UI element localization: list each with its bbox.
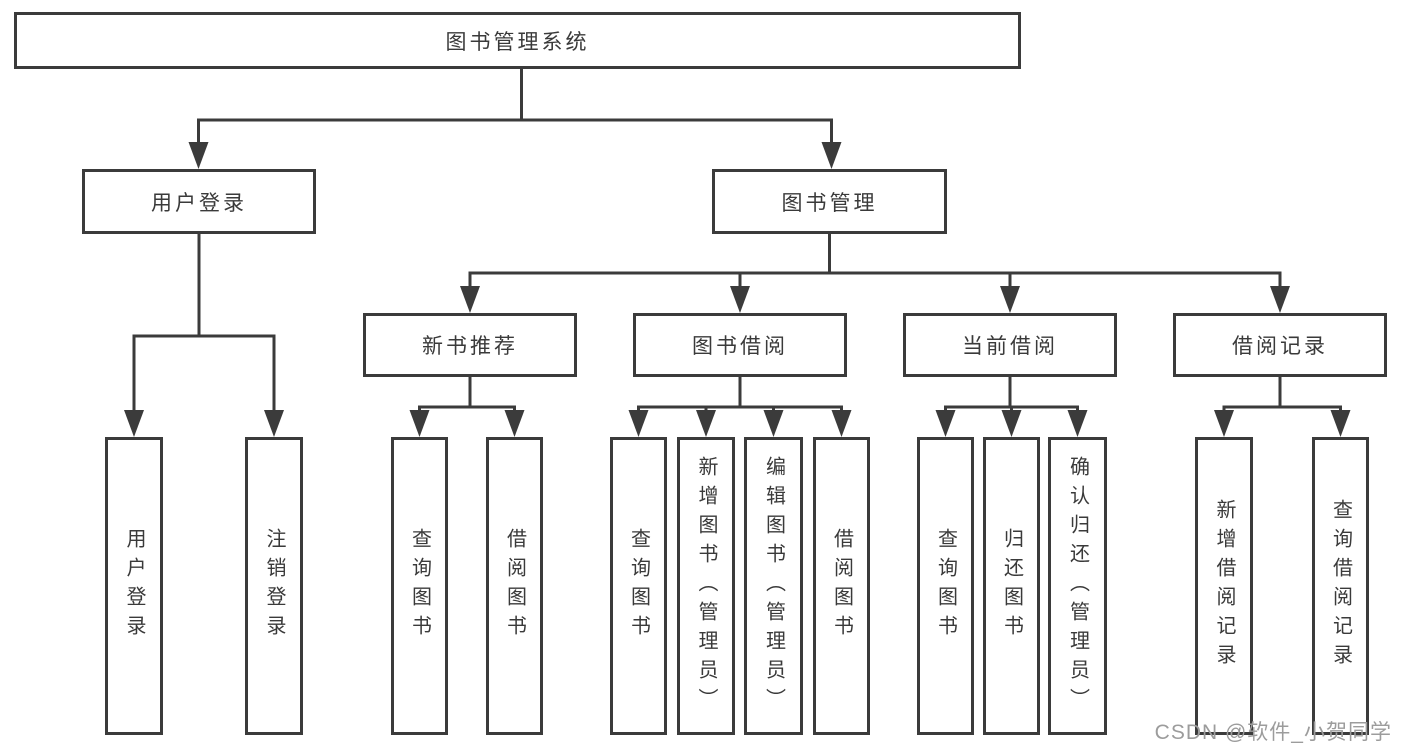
leaf-confirm-return-admin: 确认归还（管理员） (1048, 437, 1107, 735)
node-label: 图书借阅 (692, 335, 788, 358)
node-book-borrowing: 图书借阅 (633, 313, 847, 377)
leaf-label: 新增图书（管理员） (695, 455, 717, 717)
node-label: 图书管理系统 (445, 30, 590, 54)
node-current-borrowing: 当前借阅 (903, 313, 1117, 377)
leaf-label: 确认归还（管理员） (1066, 455, 1089, 717)
node-label: 当前借阅 (962, 335, 1058, 358)
node-new-book-recommendation: 新书推荐 (363, 313, 577, 377)
node-borrowing-records: 借阅记录 (1173, 313, 1387, 377)
node-label: 图书管理 (781, 191, 878, 215)
leaf-label: 用户登录 (123, 528, 145, 644)
leaf-user-login: 用户登录 (105, 437, 163, 735)
leaf-borrow-books-recommend: 借阅图书 (486, 437, 543, 735)
leaf-add-borrow-record: 新增借阅记录 (1195, 437, 1253, 735)
leaf-label: 新增借阅记录 (1213, 499, 1235, 673)
node-label: 用户登录 (151, 191, 247, 215)
leaf-label: 编辑图书（管理员） (762, 455, 785, 717)
leaf-edit-books-admin: 编辑图书（管理员） (744, 437, 803, 735)
leaf-return-books: 归还图书 (983, 437, 1040, 735)
node-label: 新书推荐 (422, 335, 518, 358)
leaf-label: 借阅图书 (830, 528, 853, 644)
leaf-label: 查询借阅记录 (1329, 499, 1352, 673)
leaf-label: 查询图书 (627, 528, 650, 644)
leaf-query-books-recommend: 查询图书 (391, 437, 448, 735)
leaf-label: 借阅图书 (503, 528, 526, 644)
leaf-label: 查询图书 (934, 528, 957, 644)
leaf-borrow-books: 借阅图书 (813, 437, 870, 735)
node-user-login: 用户登录 (82, 169, 316, 234)
leaf-label: 注销登录 (263, 528, 285, 644)
node-library-management-system: 图书管理系统 (14, 12, 1021, 69)
leaf-logout: 注销登录 (245, 437, 303, 735)
leaf-query-borrow-record: 查询借阅记录 (1312, 437, 1369, 735)
leaf-label: 查询图书 (408, 528, 431, 644)
csdn-watermark: CSDN @软件_小贺同学 (1154, 721, 1392, 744)
leaf-label: 归还图书 (1000, 528, 1023, 644)
leaf-query-books-borrow: 查询图书 (610, 437, 667, 735)
node-book-management: 图书管理 (712, 169, 947, 234)
node-label: 借阅记录 (1232, 335, 1328, 358)
leaf-add-books-admin: 新增图书（管理员） (677, 437, 735, 735)
leaf-query-books-current: 查询图书 (917, 437, 974, 735)
